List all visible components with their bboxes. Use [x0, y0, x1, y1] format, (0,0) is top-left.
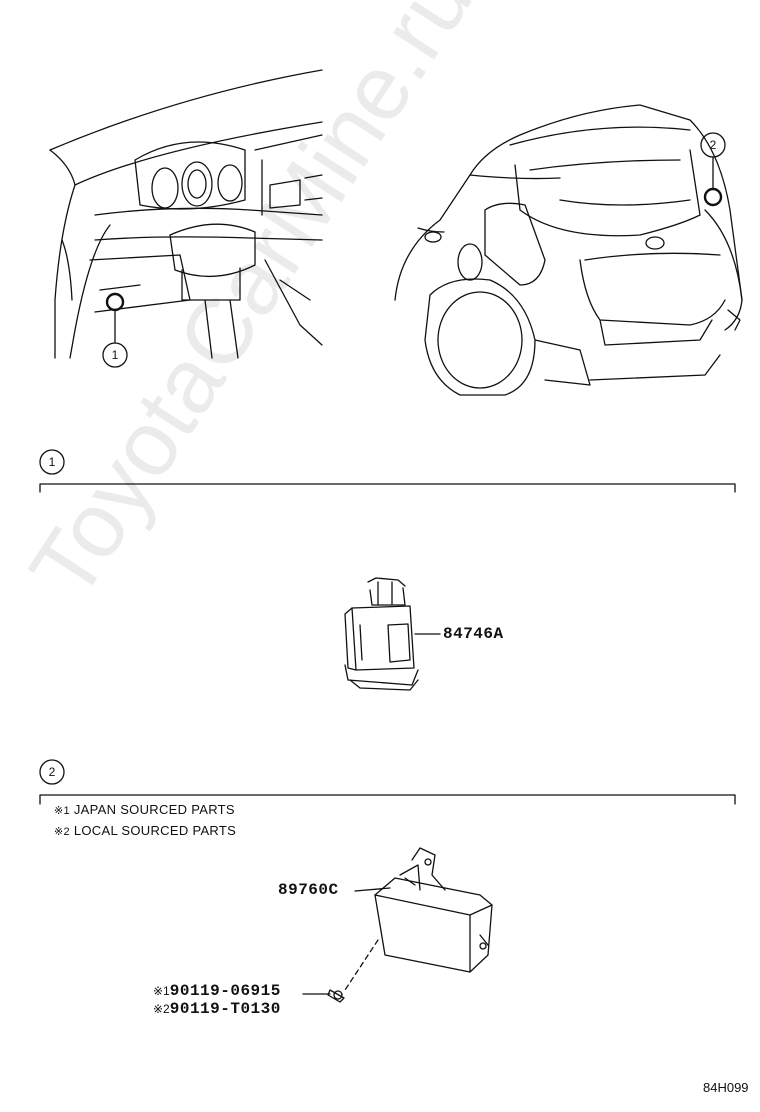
bolt-mark: ※2 [153, 1002, 170, 1016]
note-japan-sourced: ※1 JAPAN SOURCED PARTS [54, 802, 235, 817]
bolt-part-number: 90119-T0130 [169, 1000, 281, 1018]
car-rear-illustration [394, 104, 743, 396]
section-1-number: 1 [48, 455, 56, 469]
part-number-84746a: 84746A [443, 625, 504, 643]
dashboard-illustration [49, 69, 323, 368]
bolt-part-row-1: ※190119-06915 [153, 982, 281, 1000]
drawing-code: 84H099 [703, 1080, 749, 1095]
note-text: JAPAN SOURCED PARTS [73, 802, 235, 817]
bolt-mark: ※1 [153, 984, 170, 998]
bolt-part-row-2: ※290119-T0130 [153, 1000, 281, 1018]
part-84746a-drawing [344, 577, 441, 691]
part-number-89760c: 89760C [278, 881, 339, 899]
note-text: LOCAL SOURCED PARTS [73, 823, 237, 838]
callout-1-label: 1 [111, 348, 119, 362]
part-89760c-drawing [302, 847, 493, 1003]
note-mark: ※2 [54, 826, 70, 838]
callout-2-label: 2 [709, 138, 717, 152]
bolt-part-number: 90119-06915 [169, 982, 281, 1000]
note-mark: ※1 [54, 805, 70, 817]
section-2-number: 2 [48, 765, 56, 779]
note-local-sourced: ※2 LOCAL SOURCED PARTS [54, 823, 236, 838]
